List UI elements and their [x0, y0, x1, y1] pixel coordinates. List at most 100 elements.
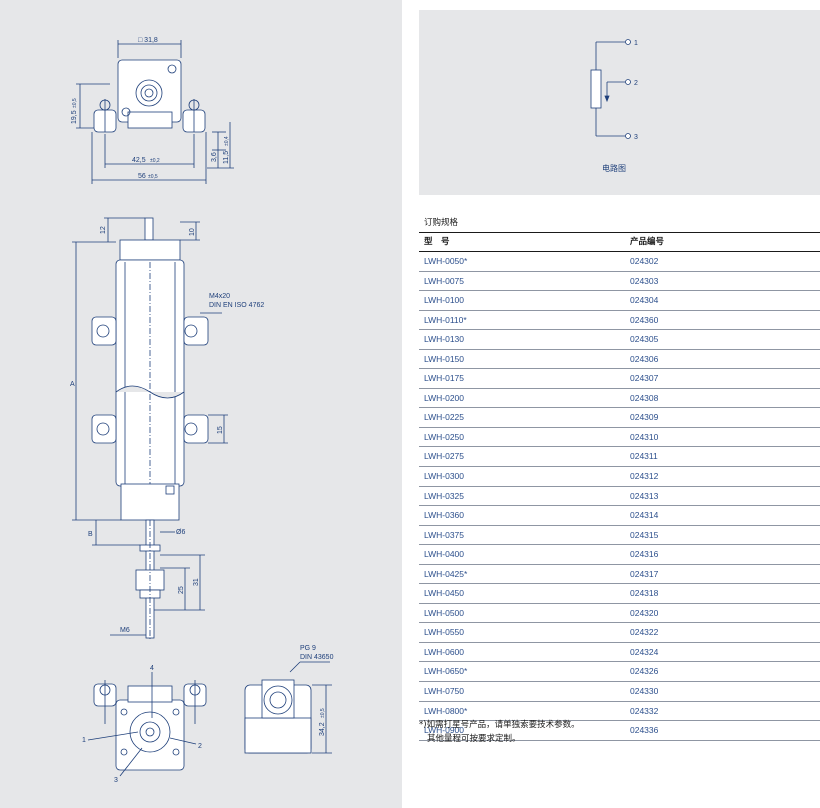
callout-3: 3	[114, 777, 118, 784]
callout-1: 1	[82, 737, 86, 744]
model-cell: LWH-0175	[424, 373, 464, 384]
top-mount-tol: ±0,2	[150, 158, 160, 164]
code-cell: 024311	[630, 451, 658, 462]
code-cell: 024310	[630, 431, 659, 442]
note-custom: 其他量程可按要求定制。	[427, 734, 521, 744]
table-row: LWH-0400 024316	[419, 545, 820, 565]
header-code: 产品编号	[630, 237, 665, 247]
code-cell: 024313	[630, 490, 659, 501]
model-cell: LWH-0200	[424, 392, 464, 403]
code-cell: 024320	[630, 607, 659, 618]
screw-standard: DIN EN ISO 4762	[209, 302, 264, 309]
code-cell: 024318	[630, 588, 659, 599]
table-row: LWH-0275 024311	[419, 447, 820, 468]
table-row: LWH-0550 024322	[419, 623, 820, 643]
model-cell: LWH-0325	[424, 490, 464, 501]
table-row: LWH-0375 024315	[419, 526, 820, 546]
rod-diameter-label: Ø6	[176, 529, 185, 536]
table-row: LWH-0360 024314	[419, 506, 820, 526]
model-cell: LWH-0800*	[424, 705, 468, 716]
model-cell: LWH-0400	[424, 549, 464, 560]
circuit-pin-1: 1	[634, 40, 638, 47]
order-table-header: 型 号 产品编号	[419, 233, 820, 252]
code-cell: 024360	[630, 314, 659, 325]
table-row: LWH-0050* 024302	[419, 252, 820, 272]
code-cell: 024306	[630, 353, 659, 364]
pg-standard: DIN 43650	[300, 654, 334, 661]
model-cell: LWH-0100	[424, 295, 464, 306]
model-cell: LWH-0275	[424, 451, 464, 462]
model-cell: LWH-0550	[424, 627, 464, 638]
code-cell: 024326	[630, 666, 659, 677]
length-a-label: A	[70, 381, 75, 388]
model-cell: LWH-0300	[424, 471, 464, 482]
table-row: LWH-0800*024332	[419, 702, 820, 722]
note-star: *)如需打星号产品，请单独索要技术参数。	[419, 720, 580, 730]
code-cell: 024302	[630, 256, 659, 266]
model-cell: LWH-0130	[424, 334, 464, 345]
top-dim-b: 11,5	[223, 151, 230, 164]
model-cell: LWH-0750	[424, 686, 464, 697]
table-row: LWH-0600 024324	[419, 643, 820, 663]
top-mount-label: 42,5	[132, 157, 146, 164]
code-cell: 024316	[630, 549, 659, 560]
circuit-caption: 电路图	[602, 164, 626, 173]
model-cell: LWH-0110*	[424, 314, 467, 325]
rod-31-label: 31	[193, 578, 200, 586]
model-cell: LWH-0600	[424, 646, 464, 657]
code-cell: 024303	[630, 275, 659, 286]
model-cell: LWH-0150	[424, 353, 464, 364]
drawing-panel	[0, 0, 402, 808]
table-row: LWH-0175 024307	[419, 369, 820, 389]
side-top-10: 10	[189, 228, 196, 236]
table-row: LWH-0150 024306	[419, 350, 820, 370]
table-row: LWH-0300 024312	[419, 467, 820, 487]
code-cell: 024322	[630, 627, 659, 638]
model-cell: LWH-0050*	[424, 256, 468, 266]
circuit-pin-3: 3	[634, 134, 638, 141]
model-cell: LWH-0250	[424, 431, 464, 442]
end-view	[87, 672, 207, 777]
top-dim-a: 3,6	[211, 152, 218, 162]
top-height-label: 19,5	[71, 110, 78, 124]
model-cell: LWH-0500	[424, 607, 464, 618]
top-view	[76, 40, 234, 184]
model-cell: LWH-0375	[424, 529, 464, 540]
code-cell: 024307	[630, 373, 659, 384]
code-cell: 024312	[630, 471, 659, 482]
side-view	[72, 217, 228, 640]
table-row: LWH-0500 024320	[419, 604, 820, 624]
rod-25-label: 25	[178, 586, 185, 594]
table-notes: *)如需打星号产品，请单独索要技术参数。 其他量程可按要求定制。	[419, 718, 820, 746]
model-cell: LWH-0450	[424, 588, 464, 599]
code-cell: 024330	[630, 686, 659, 697]
table-row: LWH-0325 024313	[419, 487, 820, 507]
circuit-pin-2: 2	[634, 80, 638, 87]
table-row: LWH-0425* 024317	[419, 565, 820, 585]
connector-view	[244, 661, 332, 754]
circuit-panel	[419, 10, 820, 195]
connector-height-label: 34,2	[319, 722, 326, 736]
model-cell: LWH-0650*	[424, 666, 468, 677]
model-cell: LWH-0225	[424, 412, 464, 423]
side-top-12: 12	[100, 226, 107, 234]
callout-2: 2	[198, 743, 202, 750]
model-cell: LWH-0425*	[424, 568, 468, 579]
top-overall-label: 56	[138, 173, 146, 180]
code-cell: 024314	[630, 510, 659, 521]
model-cell: LWH-0900	[424, 725, 464, 736]
model-cell: LWH-0360	[424, 510, 464, 521]
code-cell: 024317	[630, 568, 659, 579]
code-cell: 024324	[630, 646, 659, 657]
top-width-label: □ 31,8	[138, 37, 158, 44]
order-table-title: 订购规格	[419, 214, 820, 233]
code-cell: 024315	[630, 529, 659, 540]
callout-4: 4	[150, 665, 154, 672]
screw-label: M4x20	[209, 293, 230, 300]
